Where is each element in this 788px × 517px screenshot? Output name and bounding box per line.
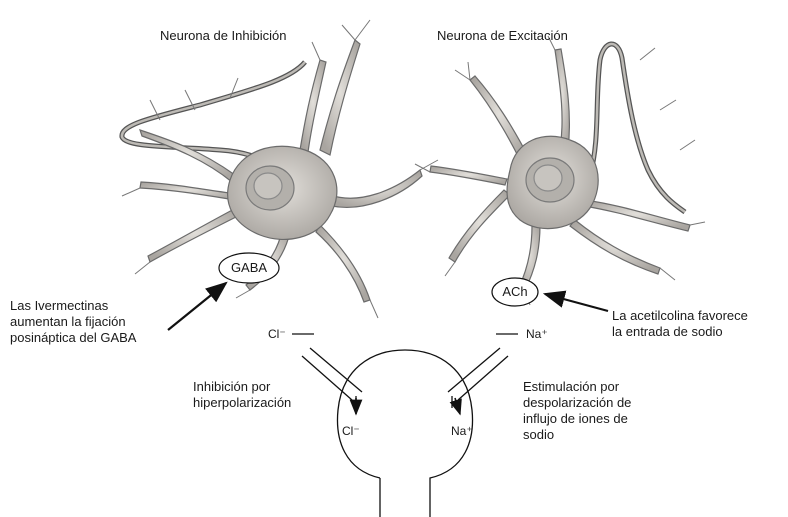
stimulation-line-1: Estimulación por	[523, 379, 631, 395]
stimulation-annotation: Estimulación por despolarización de infl…	[523, 379, 631, 443]
gaba-label: GABA	[219, 260, 279, 275]
inhibition-line-1: Inhibición por	[193, 379, 291, 395]
chloride-outside-label: Cl⁻	[268, 327, 286, 341]
excitation-neuron-title: Neurona de Excitación	[437, 28, 568, 44]
inhibition-annotation: Inhibición por hiperpolarización	[193, 379, 291, 411]
acetylcholine-arrow	[545, 294, 608, 311]
inhibition-neuron-title: Neurona de Inhibición	[160, 28, 286, 44]
acetylcholine-annotation: La acetilcolina favorece la entrada de s…	[612, 308, 748, 340]
ivermectin-line-1: Las Ivermectinas	[10, 298, 136, 314]
postsynaptic-cell	[292, 334, 518, 517]
ivermectin-annotation: Las Ivermectinas aumentan la fijación po…	[10, 298, 136, 346]
stimulation-line-2: despolarización de	[523, 395, 631, 411]
stimulation-line-3: influjo de iones de	[523, 411, 631, 427]
inhibition-neuron	[122, 20, 438, 318]
ach-label: ACh	[492, 284, 538, 299]
chloride-inside-label: Cl⁻	[342, 424, 360, 438]
ivermectin-line-3: posináptica del GABA	[10, 330, 136, 346]
ivermectin-line-2: aumentan la fijación	[10, 314, 136, 330]
stimulation-line-4: sodio	[523, 427, 631, 443]
acetylcholine-line-2: la entrada de sodio	[612, 324, 748, 340]
ivermectin-arrow	[168, 283, 226, 330]
acetylcholine-line-1: La acetilcolina favorece	[612, 308, 748, 324]
sodium-inside-label: Na⁺	[451, 424, 473, 438]
excitation-neuron	[415, 36, 705, 305]
sodium-flow-arrow	[455, 398, 460, 414]
sodium-outside-label: Na⁺	[526, 327, 548, 341]
inhibition-line-2: hiperpolarización	[193, 395, 291, 411]
